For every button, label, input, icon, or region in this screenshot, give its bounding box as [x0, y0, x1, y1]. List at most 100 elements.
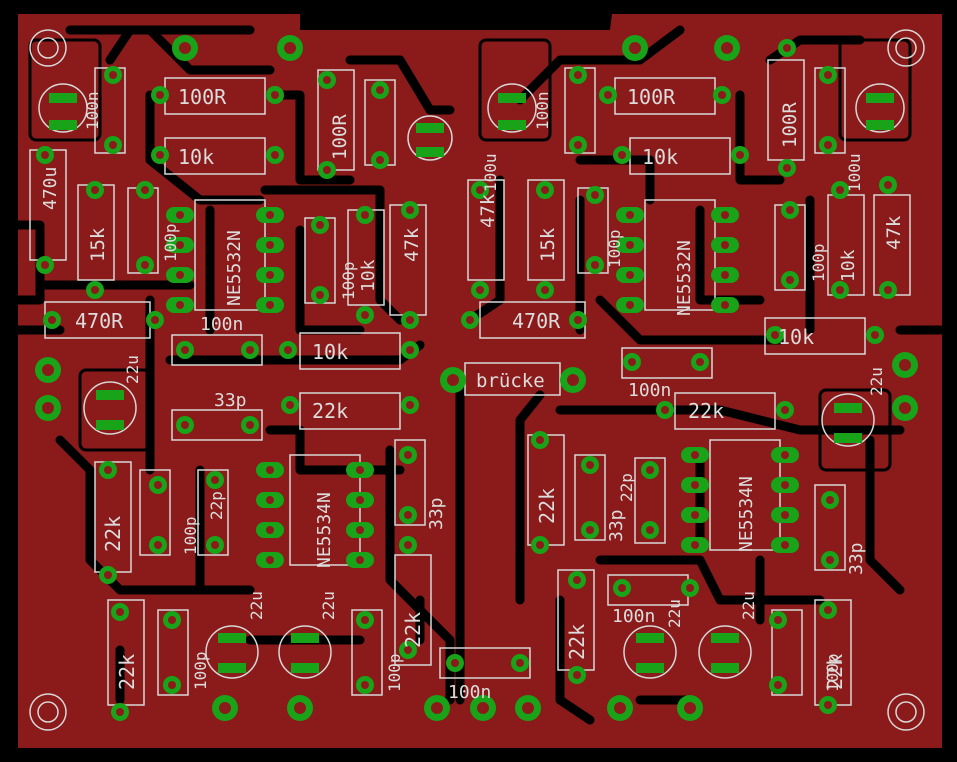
electrolytic-cap-outline	[623, 625, 677, 679]
ic-pad-hole	[721, 271, 729, 279]
label-33p-right-v2: 33p	[846, 542, 867, 575]
component-pad-hole	[836, 186, 844, 194]
resistor-outline	[394, 554, 432, 666]
label-100n-right-h: 100n	[628, 380, 671, 401]
label-22u-bottom-2: 22u	[319, 591, 338, 620]
label-100n-v2: 100n	[533, 91, 552, 130]
connector-pad-hole	[42, 364, 54, 376]
component-pad-hole	[361, 681, 369, 689]
label-100-right-of-15k: 100p	[605, 229, 624, 268]
isolation-channel	[595, 295, 785, 345]
connector-pad-hole	[179, 42, 191, 54]
label-100u-mid: 100u	[481, 153, 500, 192]
label-22u-right: 22u	[867, 367, 886, 396]
capacitor-outline	[157, 609, 189, 696]
ic-pad-hole	[266, 526, 274, 534]
ic-pad-hole	[721, 241, 729, 249]
label-100p-br: 100p	[823, 653, 842, 692]
resistor-outline	[527, 179, 565, 281]
label-ne5532n-right: NE5532N	[674, 240, 695, 316]
component-pad-hole	[783, 164, 791, 172]
label-ne5534n-right: NE5534N	[736, 476, 757, 552]
component-pad-hole	[406, 401, 414, 409]
component-pad-hole	[104, 466, 112, 474]
connector-pad-hole	[284, 42, 296, 54]
ic-pad-hole	[691, 451, 699, 459]
component-pad-hole	[884, 181, 892, 189]
capacitor-outline	[171, 409, 263, 441]
label-10k-mid-v: 10k	[358, 259, 379, 292]
ic-pad-hole	[781, 511, 789, 519]
component-pad-hole	[586, 526, 594, 534]
electrolytic-cap-outline	[698, 625, 752, 679]
isolation-channel	[735, 90, 785, 185]
component-pad-hole	[536, 541, 544, 549]
component-pad-hole	[168, 616, 176, 624]
ic-pad-hole	[266, 211, 274, 219]
component-pad-hole	[41, 261, 49, 269]
component-pad-hole	[104, 571, 112, 579]
component-pad-hole	[541, 286, 549, 294]
component-pad-hole	[406, 206, 414, 214]
ic-pad-hole	[781, 451, 789, 459]
component-pad-hole	[154, 481, 162, 489]
electrolytic-pad	[291, 633, 319, 643]
connector-pad-hole	[614, 702, 626, 714]
component-pad-hole	[376, 156, 384, 164]
label-22k-mid-v: 22k	[401, 612, 425, 648]
ic-pad-hole	[176, 271, 184, 279]
label-22k-bottom-right: 22k	[823, 654, 847, 690]
label-10k-top-left: 10k	[178, 145, 214, 169]
mount-hole	[895, 701, 917, 723]
isolation-channel	[865, 435, 905, 595]
component-pad-hole	[109, 71, 117, 79]
connector-pad-hole	[447, 374, 459, 386]
component-pad-hole	[286, 401, 294, 409]
component-pad-hole	[826, 556, 834, 564]
ic-pad-hole	[266, 271, 274, 279]
isolation-channel	[555, 405, 905, 435]
silkscreen	[29, 29, 925, 731]
connector-pad-hole	[629, 42, 641, 54]
connector-pad-hole	[684, 702, 696, 714]
component-pad-hole	[591, 261, 599, 269]
connector-pad-hole	[294, 702, 306, 714]
capacitor-outline	[197, 469, 229, 556]
ic-pad-hole	[721, 211, 729, 219]
isolation-channel	[105, 25, 255, 65]
capacitor-outline	[574, 454, 606, 541]
component-pad-hole	[618, 584, 626, 592]
component-pad-hole	[836, 286, 844, 294]
resistor-outline	[299, 392, 401, 430]
trace-outline	[478, 38, 552, 142]
component-pad-hole	[451, 659, 459, 667]
component-pad-hole	[824, 606, 832, 614]
isolation-channel	[55, 435, 255, 595]
ic-pad-hole	[266, 556, 274, 564]
electrolytic-cap-outline	[821, 393, 875, 447]
electrolytic-pad	[291, 663, 319, 673]
mount-hole	[29, 693, 67, 731]
ic-pad-hole	[356, 526, 364, 534]
isolation-channel	[555, 595, 595, 725]
label-100n-bottom-right: 100n	[612, 606, 655, 627]
silkscreen-labels: 100R 10k 100R 10k 100R 100R 470u 100n 10…	[40, 85, 905, 703]
component-pad-hole	[826, 496, 834, 504]
electrolytic-cap-outline	[407, 115, 453, 161]
component-pad-hole	[404, 451, 412, 459]
label-22k-left-v: 22k	[101, 516, 125, 552]
connector-pad-hole	[431, 702, 443, 714]
capacitor-outline	[439, 647, 531, 679]
component-pad-hole	[786, 276, 794, 284]
label-100p-bm: 100p	[385, 653, 404, 692]
ic-outline	[644, 199, 716, 311]
trace-outline	[838, 38, 912, 142]
component-pad-hole	[824, 141, 832, 149]
component-pad-hole	[686, 584, 694, 592]
component-pad-hole	[323, 166, 331, 174]
label-100n-left-h: 100n	[200, 314, 243, 335]
capacitor-outline	[771, 609, 803, 696]
component-pad-hole	[91, 286, 99, 294]
label-100u-right: 100u	[845, 153, 864, 192]
